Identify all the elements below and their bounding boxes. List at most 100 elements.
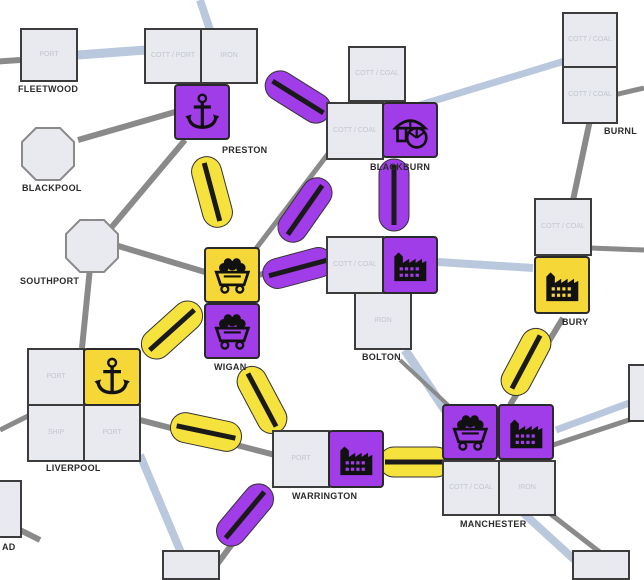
preston-port-tile[interactable]	[174, 84, 230, 140]
canal-preston-top	[196, 0, 214, 32]
road-blackpool-preston	[77, 109, 176, 143]
link-preston-blackburn[interactable]	[260, 65, 337, 129]
town-label-wigan: WIGAN	[214, 362, 247, 372]
road-southport-wigan	[114, 242, 206, 275]
link-liverpool-warrington[interactable]	[168, 410, 245, 454]
link-wigan-warrington[interactable]	[232, 361, 292, 439]
town-label-liverpool: LIVERPOOL	[46, 463, 101, 473]
slot-label: COTT / COAL	[541, 223, 585, 230]
edge-slot-east[interactable]	[628, 364, 644, 422]
slot-label: IRON	[374, 317, 392, 324]
town-label-blackpool: BLACKPOOL	[22, 183, 82, 193]
link-wigan-bolton[interactable]	[259, 244, 336, 292]
blackpool-town-marker	[21, 127, 75, 181]
slot-label: PORT	[291, 455, 311, 462]
blackburn-cott-coal-slot[interactable]: COTT / COAL	[326, 102, 384, 160]
blackburn-cott-coal-top-slot[interactable]: COTT / COAL	[348, 46, 406, 102]
road-fleetwood	[0, 57, 21, 65]
town-label-preston: PRESTON	[222, 145, 268, 155]
link-wigan-blackburn[interactable]	[272, 172, 338, 248]
slot-label: COTT / COAL	[449, 484, 493, 491]
burnley-cott-coal-slot-1[interactable]: COTT / COAL	[562, 12, 618, 68]
burnley-cott-coal-slot-2[interactable]: COTT / COAL	[562, 66, 618, 124]
bury-cott-coal-slot[interactable]: COTT / COAL	[534, 198, 592, 256]
warrington-factory-tile[interactable]	[328, 430, 384, 488]
liverpool-port-tile[interactable]	[83, 348, 141, 406]
bolton-cott-coal-slot[interactable]: COTT / COAL	[326, 236, 384, 294]
slot-label: COTT / COAL	[568, 36, 612, 43]
road-liverpool-left	[0, 412, 32, 433]
coal-mine-icon	[452, 414, 488, 451]
slot-label: COTT / COAL	[333, 127, 377, 134]
coal-mine-icon	[214, 257, 250, 294]
edge-slot-south[interactable]	[162, 550, 220, 580]
town-label-warrington: WARRINGTON	[292, 491, 358, 501]
blackburn-pottery-tile[interactable]	[382, 102, 438, 158]
warrington-port-slot[interactable]: PORT	[272, 430, 330, 488]
liverpool-ship-slot[interactable]: SHIP	[27, 404, 85, 462]
link-warrington-manchester[interactable]	[378, 446, 452, 478]
road-preston-southport	[102, 138, 188, 237]
link-warrington-south[interactable]	[210, 478, 279, 552]
anchor-icon	[94, 357, 130, 395]
factory-icon	[510, 419, 542, 448]
canal-blackburn-burnley	[418, 56, 570, 109]
town-label-fleetwood: FLEETWOOD	[18, 84, 79, 94]
southport-town-marker	[65, 219, 119, 273]
town-label-birkenhead: AD	[2, 542, 16, 552]
edge-slot-southeast[interactable]	[572, 550, 630, 580]
coal-mine-icon	[214, 313, 250, 350]
wigan-coal-mine-tile-bottom[interactable]	[204, 303, 260, 359]
liverpool-port-slot[interactable]: PORT	[27, 348, 85, 406]
town-label-southport: SOUTHPORT	[20, 276, 80, 286]
edge-slot-birkenhead[interactable]	[0, 480, 22, 538]
preston-iron-slot[interactable]: IRON	[200, 28, 258, 84]
slot-label: COTT / COAL	[355, 70, 399, 77]
road-bolton-manchester-inner	[398, 358, 450, 407]
bolton-iron-slot[interactable]: IRON	[354, 292, 412, 350]
slot-label: IRON	[220, 52, 238, 59]
slot-label: IRON	[518, 484, 536, 491]
manchester-cott-coal-slot[interactable]: COTT / COAL	[442, 460, 500, 516]
factory-icon	[394, 252, 426, 281]
slot-label: PORT	[46, 373, 66, 380]
town-label-manchester: MANCHESTER	[460, 519, 527, 529]
preston-cott-port-slot[interactable]: COTT / PORT	[144, 28, 202, 84]
town-label-bolton: BOLTON	[362, 352, 401, 362]
link-blackburn-bolton[interactable]	[378, 158, 410, 232]
anchor-icon	[184, 93, 220, 129]
link-bury-manchester[interactable]	[496, 323, 556, 401]
road-southport-liverpool	[79, 267, 93, 349]
road-bury-east	[589, 245, 644, 253]
slot-label: COTT / PORT	[150, 52, 196, 59]
manchester-iron-slot[interactable]: IRON	[498, 460, 556, 516]
factory-icon	[546, 272, 578, 301]
link-preston-wigan[interactable]	[188, 153, 236, 230]
slot-label: PORT	[102, 429, 122, 436]
town-label-bury: BURY	[562, 317, 589, 327]
slot-label: SHIP	[47, 429, 65, 436]
manchester-coal-mine-tile[interactable]	[442, 404, 498, 460]
canal-fleetwood-preston	[77, 45, 147, 60]
road-burnley-east	[613, 85, 644, 98]
road-burnley-bury	[569, 119, 593, 206]
link-wigan-liverpool[interactable]	[135, 295, 209, 365]
slot-label: PORT	[39, 51, 59, 58]
slot-label: COTT / COAL	[333, 261, 377, 268]
manchester-factory-tile[interactable]	[498, 404, 554, 460]
canal-bolton-bury	[437, 258, 534, 272]
pottery-icon	[391, 119, 429, 149]
slot-label: COTT / COAL	[568, 91, 612, 98]
bury-factory-tile[interactable]	[534, 256, 590, 314]
liverpool-port-slot-2[interactable]: PORT	[83, 404, 141, 462]
fleetwood-port-slot[interactable]: PORT	[20, 28, 78, 82]
canal-bolton-manchester	[401, 347, 449, 413]
town-label-burnley: BURNL	[604, 126, 637, 136]
wigan-coal-mine-tile-top[interactable]	[204, 247, 260, 303]
canal-manchester-east	[554, 398, 634, 434]
bolton-factory-tile[interactable]	[382, 236, 438, 294]
factory-icon	[340, 446, 372, 475]
town-label-blackburn: BLACKBURN	[370, 162, 431, 172]
